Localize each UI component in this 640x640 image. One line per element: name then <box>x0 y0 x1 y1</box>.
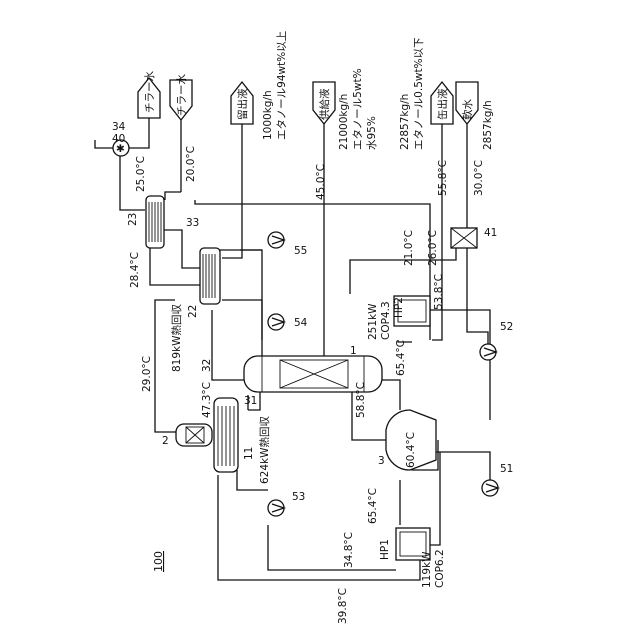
feed-water: 水95% <box>366 116 378 150</box>
hp1-label: HP1 <box>379 539 391 560</box>
temp-65-4-top: 65.4°C <box>395 340 407 376</box>
temp-21-0: 21.0°C <box>403 230 415 266</box>
ref-2: 2 <box>162 435 169 447</box>
ref-32: 32 <box>201 359 213 372</box>
ref-51: 51 <box>500 463 513 475</box>
pump-53 <box>268 500 284 516</box>
temp-60-4: 60.4°C <box>405 432 417 468</box>
temp-30-0: 30.0°C <box>473 160 485 196</box>
ref-33: 33 <box>186 217 199 229</box>
piping <box>95 118 490 580</box>
ref-3: 3 <box>378 455 385 467</box>
temp-26-0: 26.0°C <box>427 230 439 266</box>
bottoms-spec: エタノール0.5wt%以下 <box>413 37 425 150</box>
temp-65-4-bottom: 65.4°C <box>367 488 379 524</box>
ref-31: 31 <box>244 395 257 407</box>
stream-distillate: 留出液 <box>231 82 253 124</box>
feed-ethanol: エタノール5wt% <box>352 68 364 150</box>
hp2-cop: COP4.3 <box>380 301 392 340</box>
hp2-power: 251kW <box>367 303 379 340</box>
figure-number: 100 <box>152 551 165 572</box>
feed-rate: 21000kg/h <box>338 94 350 150</box>
stream-chiller-water-in: チラー水 <box>170 74 192 120</box>
ref-22: 22 <box>187 305 199 318</box>
ref-53: 53 <box>292 491 305 503</box>
vessel-2 <box>176 424 212 446</box>
svg-text:チラー水: チラー水 <box>144 71 156 113</box>
temp-20-0: 20.0°C <box>185 146 197 182</box>
heat-recovery-624: 624kW熱回収 <box>258 415 271 484</box>
svg-text:留出液: 留出液 <box>236 88 249 120</box>
heat-exchanger-41 <box>451 228 477 248</box>
distillate-rate: 1000kg/h <box>262 90 274 140</box>
hp1-power: 119kW <box>421 551 433 588</box>
ref-52: 52 <box>500 321 513 333</box>
ref-41: 41 <box>484 227 497 239</box>
temp-58-8: 58.8°C <box>355 382 367 418</box>
ref-23: 23 <box>127 213 139 226</box>
bottoms-rate: 22857kg/h <box>399 94 411 150</box>
temp-25-0: 25.0°C <box>135 156 147 192</box>
temp-47-3: 47.3°C <box>201 382 213 418</box>
heat-recovery-819: 819kW熱回収 <box>170 303 183 372</box>
ref-34: 34 <box>112 121 126 133</box>
heat-exchanger-11 <box>214 398 238 472</box>
svg-text:軟水: 軟水 <box>461 99 474 120</box>
temp-55-8: 55.8°C <box>437 160 449 196</box>
temp-39-8: 39.8°C <box>337 588 349 624</box>
hp2-label: HP2 <box>393 297 405 318</box>
svg-text:チラー水: チラー水 <box>176 74 188 116</box>
pump-51 <box>482 480 498 496</box>
svg-text:缶出液: 缶出液 <box>436 88 449 120</box>
ref-11: 11 <box>243 447 255 460</box>
ref-55: 55 <box>294 245 307 257</box>
svg-text:供給液: 供給液 <box>318 88 331 120</box>
ref-40: 40 <box>112 133 125 145</box>
pump-52 <box>480 344 496 360</box>
stream-soft-water: 軟水 <box>456 82 478 124</box>
stream-chiller-water-out: チラー水 <box>138 71 160 118</box>
pump-55 <box>268 232 284 248</box>
heat-exchanger-23 <box>146 196 164 248</box>
stream-feed: 供給液 <box>313 82 335 124</box>
heat-exchanger-22 <box>200 248 220 304</box>
hp1-cop: COP6.2 <box>434 549 446 588</box>
ref-1: 1 <box>350 345 357 357</box>
distillate-spec: エタノール94wt%以上 <box>276 31 288 140</box>
temp-29-0: 29.0°C <box>141 356 153 392</box>
stream-bottoms: 缶出液 <box>431 82 453 124</box>
temp-45-0: 45.0°C <box>315 164 327 200</box>
temp-34-8: 34.8°C <box>343 532 355 568</box>
ref-54: 54 <box>294 317 308 329</box>
temp-53-8: 53.8°C <box>433 274 445 310</box>
pump-54 <box>268 314 284 330</box>
soft-water-rate: 2857kg/h <box>482 100 494 150</box>
temp-28-4: 28.4°C <box>129 252 141 288</box>
